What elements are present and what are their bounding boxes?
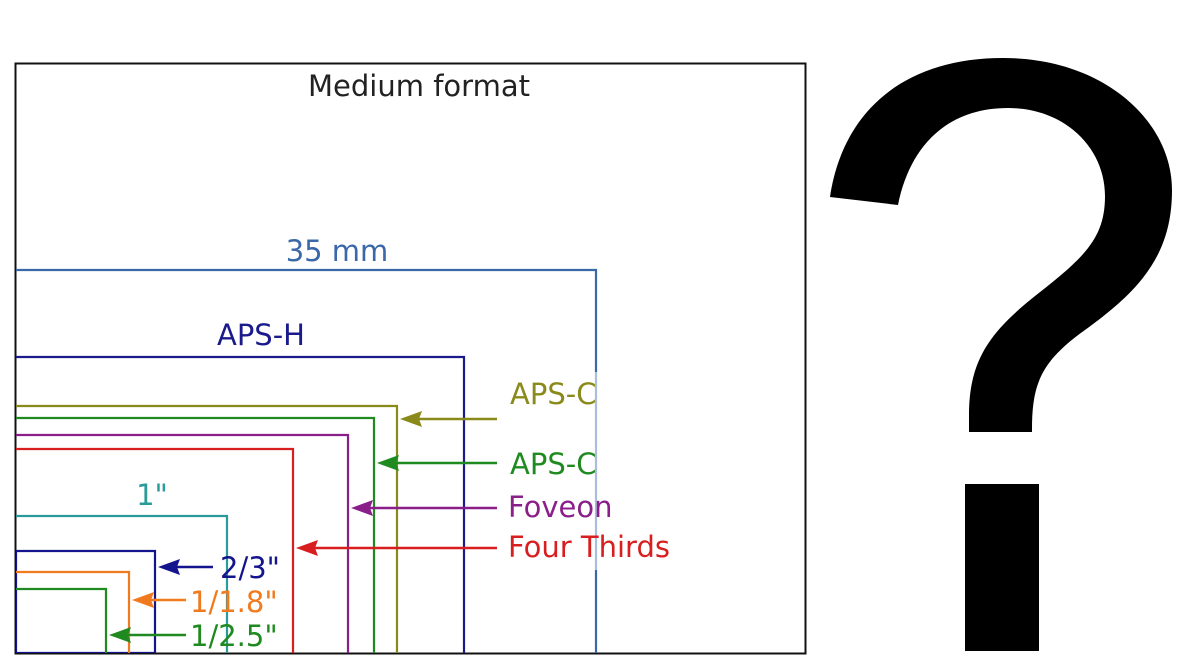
label-apsh: APS-H xyxy=(217,318,305,352)
label-1-2-5: 1/2.5" xyxy=(190,619,278,653)
sensor-apsc-outline xyxy=(16,416,376,653)
arrow-apsc xyxy=(377,455,497,471)
label-apsc: APS-C xyxy=(510,447,596,481)
sensor-four-thirds-outline xyxy=(16,447,295,653)
arrow-foveon xyxy=(351,500,497,516)
sensor-foveon-outline xyxy=(16,433,350,653)
sensor-1-2-5-outline xyxy=(16,587,108,653)
arrow-2-3 xyxy=(158,559,213,575)
label-1-1-8: 1/1.8" xyxy=(190,585,278,619)
arrow-four-thirds xyxy=(296,540,497,556)
arrow-1-2-5 xyxy=(109,627,186,643)
medium-format-label: Medium format xyxy=(308,69,530,103)
sensor-2-3-outline xyxy=(16,549,157,653)
sensor-apsc-canon-outline xyxy=(16,404,399,653)
sensor-1inch-outline xyxy=(16,514,229,653)
sensor-35mm-outline xyxy=(16,268,598,372)
label-apsc-canon: APS-C xyxy=(510,377,596,411)
arrow-1-1-8 xyxy=(132,592,186,608)
label-1inch: 1" xyxy=(136,478,168,512)
label-four-thirds: Four Thirds xyxy=(508,530,670,564)
arrow-apsc-canon xyxy=(400,411,497,427)
sensor-apsh-outline xyxy=(16,355,466,653)
label-35mm: 35 mm xyxy=(286,234,389,268)
label-2-3: 2/3" xyxy=(220,551,280,585)
label-foveon: Foveon xyxy=(508,490,613,524)
medium-format-frame xyxy=(14,62,807,655)
question-mark-icon xyxy=(830,58,1172,651)
